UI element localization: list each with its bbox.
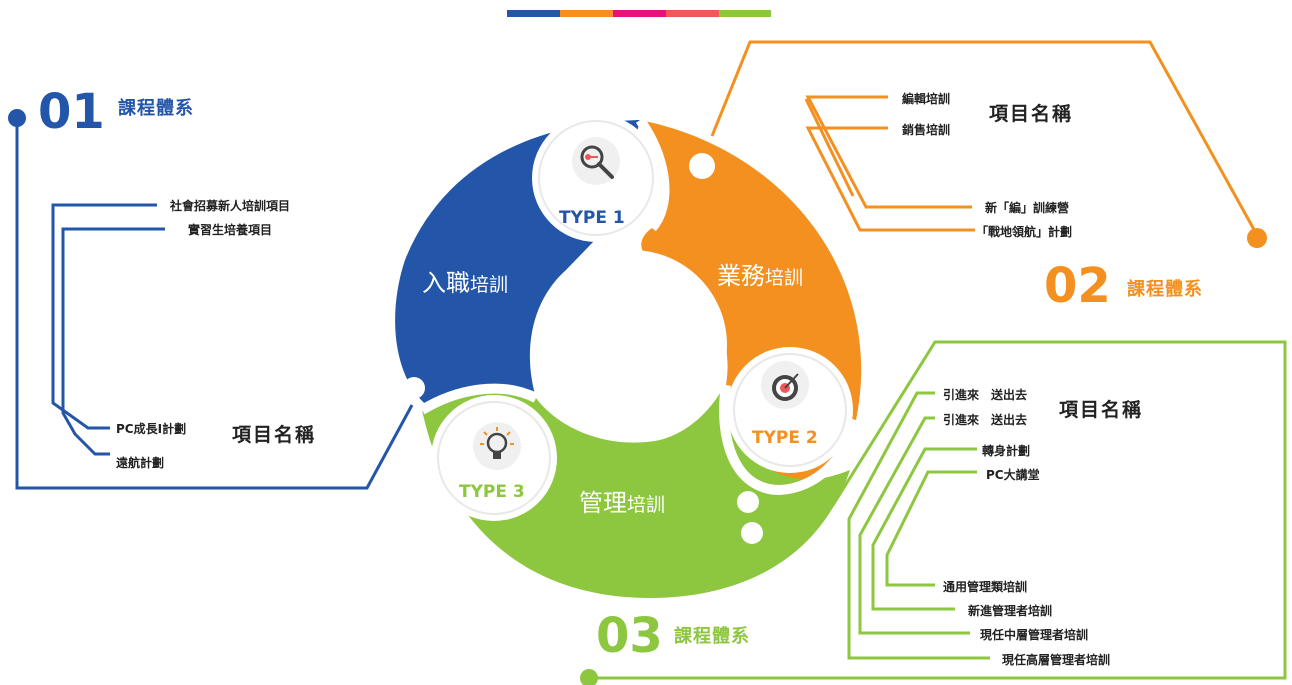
- section-02-title: 課程體系: [1127, 279, 1203, 300]
- section-02-heading: 項目名稱: [989, 103, 1074, 125]
- section-03-item-2: 引進來 送出去: [943, 413, 1028, 427]
- lightbulb-icon: [473, 422, 521, 470]
- section-03-title: 課程體系: [674, 626, 750, 647]
- section-01-item-4: 遠航計劃: [116, 456, 165, 470]
- ring-label-business: 業務培訓: [717, 262, 804, 290]
- section-02-number: 02: [1044, 258, 1111, 314]
- type-2-label: TYPE 2: [752, 428, 818, 448]
- section-02-dot: [1247, 228, 1267, 248]
- section-01-item-2: 實習生培養項目: [188, 223, 273, 237]
- section-01-heading: 項目名稱: [232, 424, 317, 446]
- section-01-number: 01: [38, 84, 105, 140]
- section-01-title: 課程體系: [118, 98, 194, 119]
- connectors-02: [710, 40, 1259, 236]
- section-03-item-5: 通用管理類培訓: [943, 580, 1028, 594]
- target-icon: [761, 361, 809, 409]
- section-03-item-6: 新進管理者培訓: [968, 604, 1053, 618]
- section-03-heading: 項目名稱: [1059, 399, 1144, 421]
- section-02-item-3: 新「編」訓練營: [985, 201, 1070, 215]
- section-03-item-7: 現任中層管理者培訓: [980, 628, 1089, 642]
- section-02-item-1: 編輯培訓: [902, 92, 951, 106]
- connectors-01: [15, 120, 414, 490]
- top-color-bar: [507, 10, 771, 17]
- section-03-number: 03: [596, 608, 663, 664]
- section-01-item-3: PC成長I計劃: [116, 422, 187, 436]
- type-3-label: TYPE 3: [459, 482, 525, 502]
- section-03-item-4: PC大講堂: [986, 468, 1040, 482]
- section-02-item-2: 銷售培訓: [902, 123, 951, 137]
- section-01-item-1: 社會招募新人培訓項目: [170, 199, 291, 213]
- section-02-item-4: 「戰地領航」計劃: [976, 225, 1073, 239]
- key-search-icon: [572, 137, 620, 185]
- type-1-label: TYPE 1: [559, 208, 625, 228]
- section-03-item-1: 引進來 送出去: [943, 388, 1028, 402]
- section-03-item-3: 轉身計劃: [982, 444, 1031, 458]
- section-03-item-8: 現任高層管理者培訓: [1002, 653, 1111, 667]
- section-03-dot: [580, 669, 598, 685]
- section-01-dot: [8, 109, 26, 127]
- ring-label-onboarding: 入職培訓: [422, 269, 509, 297]
- training-ring: [395, 114, 862, 598]
- ring-label-management: 管理培訓: [579, 489, 666, 517]
